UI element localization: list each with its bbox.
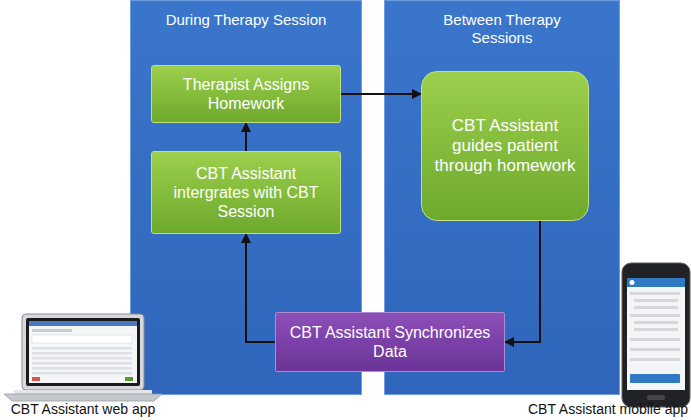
process-box: CBT Assistant guides patient through hom…	[421, 71, 589, 221]
box-text: Therapist Assigns Homework	[160, 75, 332, 113]
sync-box: CBT Assistant Synchronizes Data	[275, 312, 505, 372]
box-text: CBT Assistant guides patient through hom…	[430, 116, 580, 176]
flow-arrow	[505, 221, 540, 342]
panel-heading: During Therapy Session	[146, 11, 346, 29]
process-box: Therapist Assigns Homework	[151, 65, 341, 123]
device-label: CBT Assistant web app	[0, 401, 166, 418]
phone-illustration	[621, 262, 691, 408]
box-text: CBT Assistant Synchronizes Data	[284, 323, 496, 361]
device-label: CBT Assistant mobile app	[528, 401, 688, 418]
flow-arrow	[341, 93, 421, 95]
flow-arrow	[245, 123, 247, 151]
panel-heading: Between Therapy Sessions	[435, 11, 570, 47]
box-text: CBT Assistant intergrates with CBT Sessi…	[160, 164, 332, 221]
laptop-illustration	[0, 312, 166, 404]
flow-arrow	[246, 234, 275, 342]
process-box: CBT Assistant intergrates with CBT Sessi…	[151, 151, 341, 234]
